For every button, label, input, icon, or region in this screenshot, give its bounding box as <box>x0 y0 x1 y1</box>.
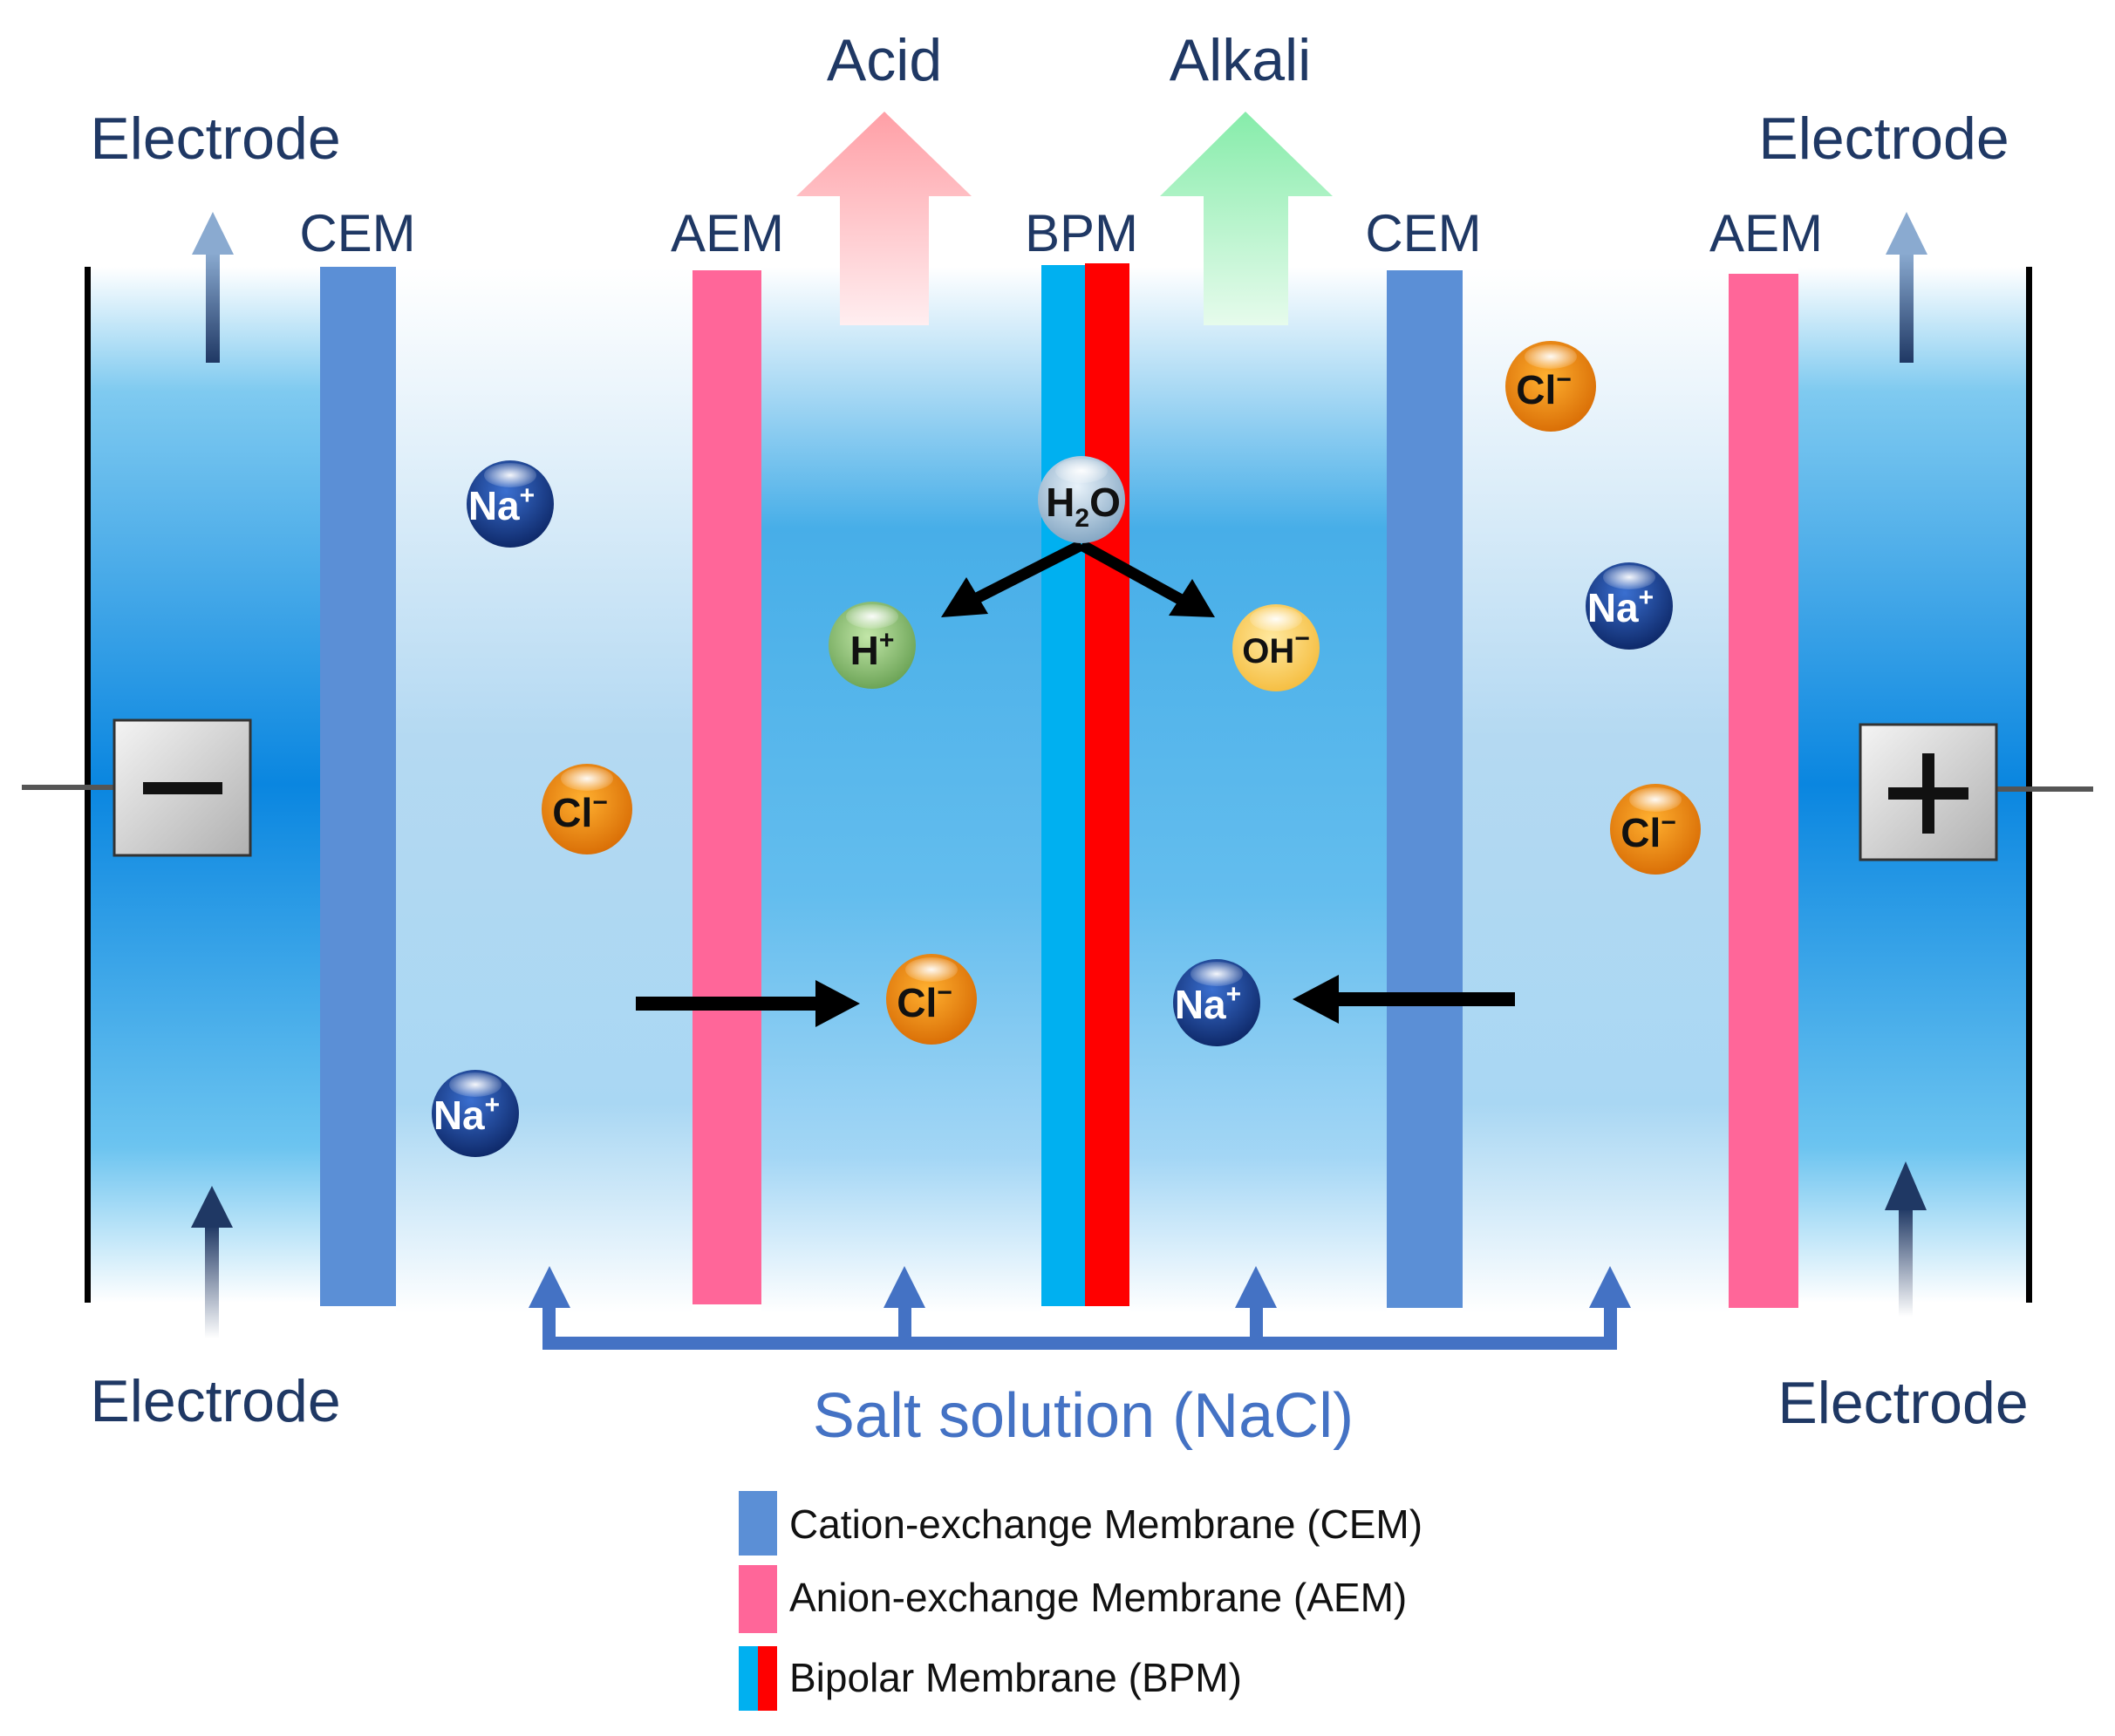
svg-text:Na+: Na+ <box>433 1091 500 1138</box>
membrane-bpm-cation-layer <box>1041 265 1085 1306</box>
label-acid: Acid <box>827 27 942 93</box>
ion-h: H+ <box>829 602 916 689</box>
ion-oh: OH− <box>1232 604 1320 691</box>
compartment-1 <box>396 267 692 1313</box>
label-membrane-cem-1: CEM <box>299 204 415 262</box>
minus-icon <box>143 782 222 794</box>
label-membrane-aem-1: AEM <box>671 204 784 262</box>
svg-text:Anion-exchange Membrane (AEM): Anion-exchange Membrane (AEM) <box>789 1575 1407 1620</box>
electrode-plate-right <box>2026 267 2032 1303</box>
svg-text:Na+: Na+ <box>1175 980 1241 1027</box>
membrane-cem-2 <box>1387 270 1463 1308</box>
membrane-bpm-anion-layer <box>1085 263 1129 1306</box>
compartment-4 <box>1463 267 1729 1313</box>
label-electrode-top-right: Electrode <box>1758 106 2009 172</box>
label-electrode-bottom-left: Electrode <box>90 1368 340 1434</box>
label-salt-solution: Salt solution (NaCl) <box>813 1381 1354 1451</box>
ion-na-3: Na+ <box>1173 959 1260 1046</box>
electrode-flow-arrow-top-right <box>1886 212 1927 363</box>
ion-cl-4: Cl− <box>1610 784 1701 875</box>
wire-left <box>22 785 114 790</box>
compartment-acid <box>761 267 1041 1313</box>
electrode-flow-arrow-top-left <box>192 212 234 363</box>
alkali-outlet-arrow <box>1160 112 1333 325</box>
membrane-aem-2 <box>1729 274 1798 1308</box>
label-alkali: Alkali <box>1170 27 1312 93</box>
water-splitting-arrows <box>941 540 1215 617</box>
label-electrode-bottom-right: Electrode <box>1777 1370 2028 1436</box>
negative-terminal <box>113 718 252 857</box>
cl-migration-arrow <box>636 980 860 1027</box>
legend-swatch-bpm-right <box>758 1646 777 1711</box>
ion-h2o: H2O <box>1038 456 1125 543</box>
svg-text:H+: H+ <box>850 626 895 673</box>
label-electrode-top-left: Electrode <box>90 106 340 172</box>
legend-swatch-bpm-left <box>739 1646 758 1711</box>
compartment-base <box>1129 267 1387 1313</box>
plus-icon <box>1888 753 1968 834</box>
ion-na-4: Na+ <box>1586 562 1673 650</box>
ion-na-2: Na+ <box>432 1070 519 1157</box>
membrane-aem-1 <box>692 270 761 1304</box>
legend-item-cem: Cation-exchange Membrane (CEM) <box>739 1491 1423 1556</box>
ion-cl-1: Cl− <box>542 764 632 854</box>
ion-cl-3: Cl− <box>1505 341 1596 432</box>
svg-text:H2O: H2O <box>1046 480 1121 533</box>
legend-swatch-cem <box>739 1491 777 1556</box>
ion-cl-2: Cl− <box>886 954 977 1045</box>
svg-text:Bipolar Membrane (BPM): Bipolar Membrane (BPM) <box>789 1655 1242 1700</box>
svg-text:Na+: Na+ <box>468 481 535 528</box>
svg-text:Cl−: Cl− <box>1620 808 1676 855</box>
membrane-cem-1 <box>320 267 396 1306</box>
na-migration-arrow <box>1293 975 1515 1024</box>
svg-text:OH−: OH− <box>1242 624 1310 671</box>
svg-text:Cl−: Cl− <box>552 788 608 835</box>
acid-outlet-arrow <box>796 112 972 325</box>
label-membrane-cem-2: CEM <box>1365 204 1481 262</box>
svg-text:Cl−: Cl− <box>897 978 952 1025</box>
svg-text:Cation-exchange Membrane (CEM): Cation-exchange Membrane (CEM) <box>789 1501 1423 1547</box>
legend-swatch-aem <box>739 1565 777 1633</box>
positive-terminal <box>1859 723 1998 861</box>
ion-na-1: Na+ <box>467 460 554 548</box>
salt-feed-manifold <box>529 1266 1631 1350</box>
electrode-flow-arrow-bottom-left <box>191 1186 233 1338</box>
svg-text:Cl−: Cl− <box>1516 365 1572 412</box>
legend-item-aem: Anion-exchange Membrane (AEM) <box>739 1565 1407 1633</box>
legend-item-bpm: Bipolar Membrane (BPM) <box>739 1646 1242 1711</box>
electrode-flow-arrow-bottom-right <box>1885 1161 1927 1317</box>
label-membrane-bpm: BPM <box>1025 204 1138 262</box>
svg-text:Na+: Na+ <box>1587 583 1654 630</box>
legend: Cation-exchange Membrane (CEM) Anion-exc… <box>739 1491 1423 1711</box>
wire-right <box>1997 786 2093 792</box>
label-membrane-aem-2: AEM <box>1709 204 1823 262</box>
